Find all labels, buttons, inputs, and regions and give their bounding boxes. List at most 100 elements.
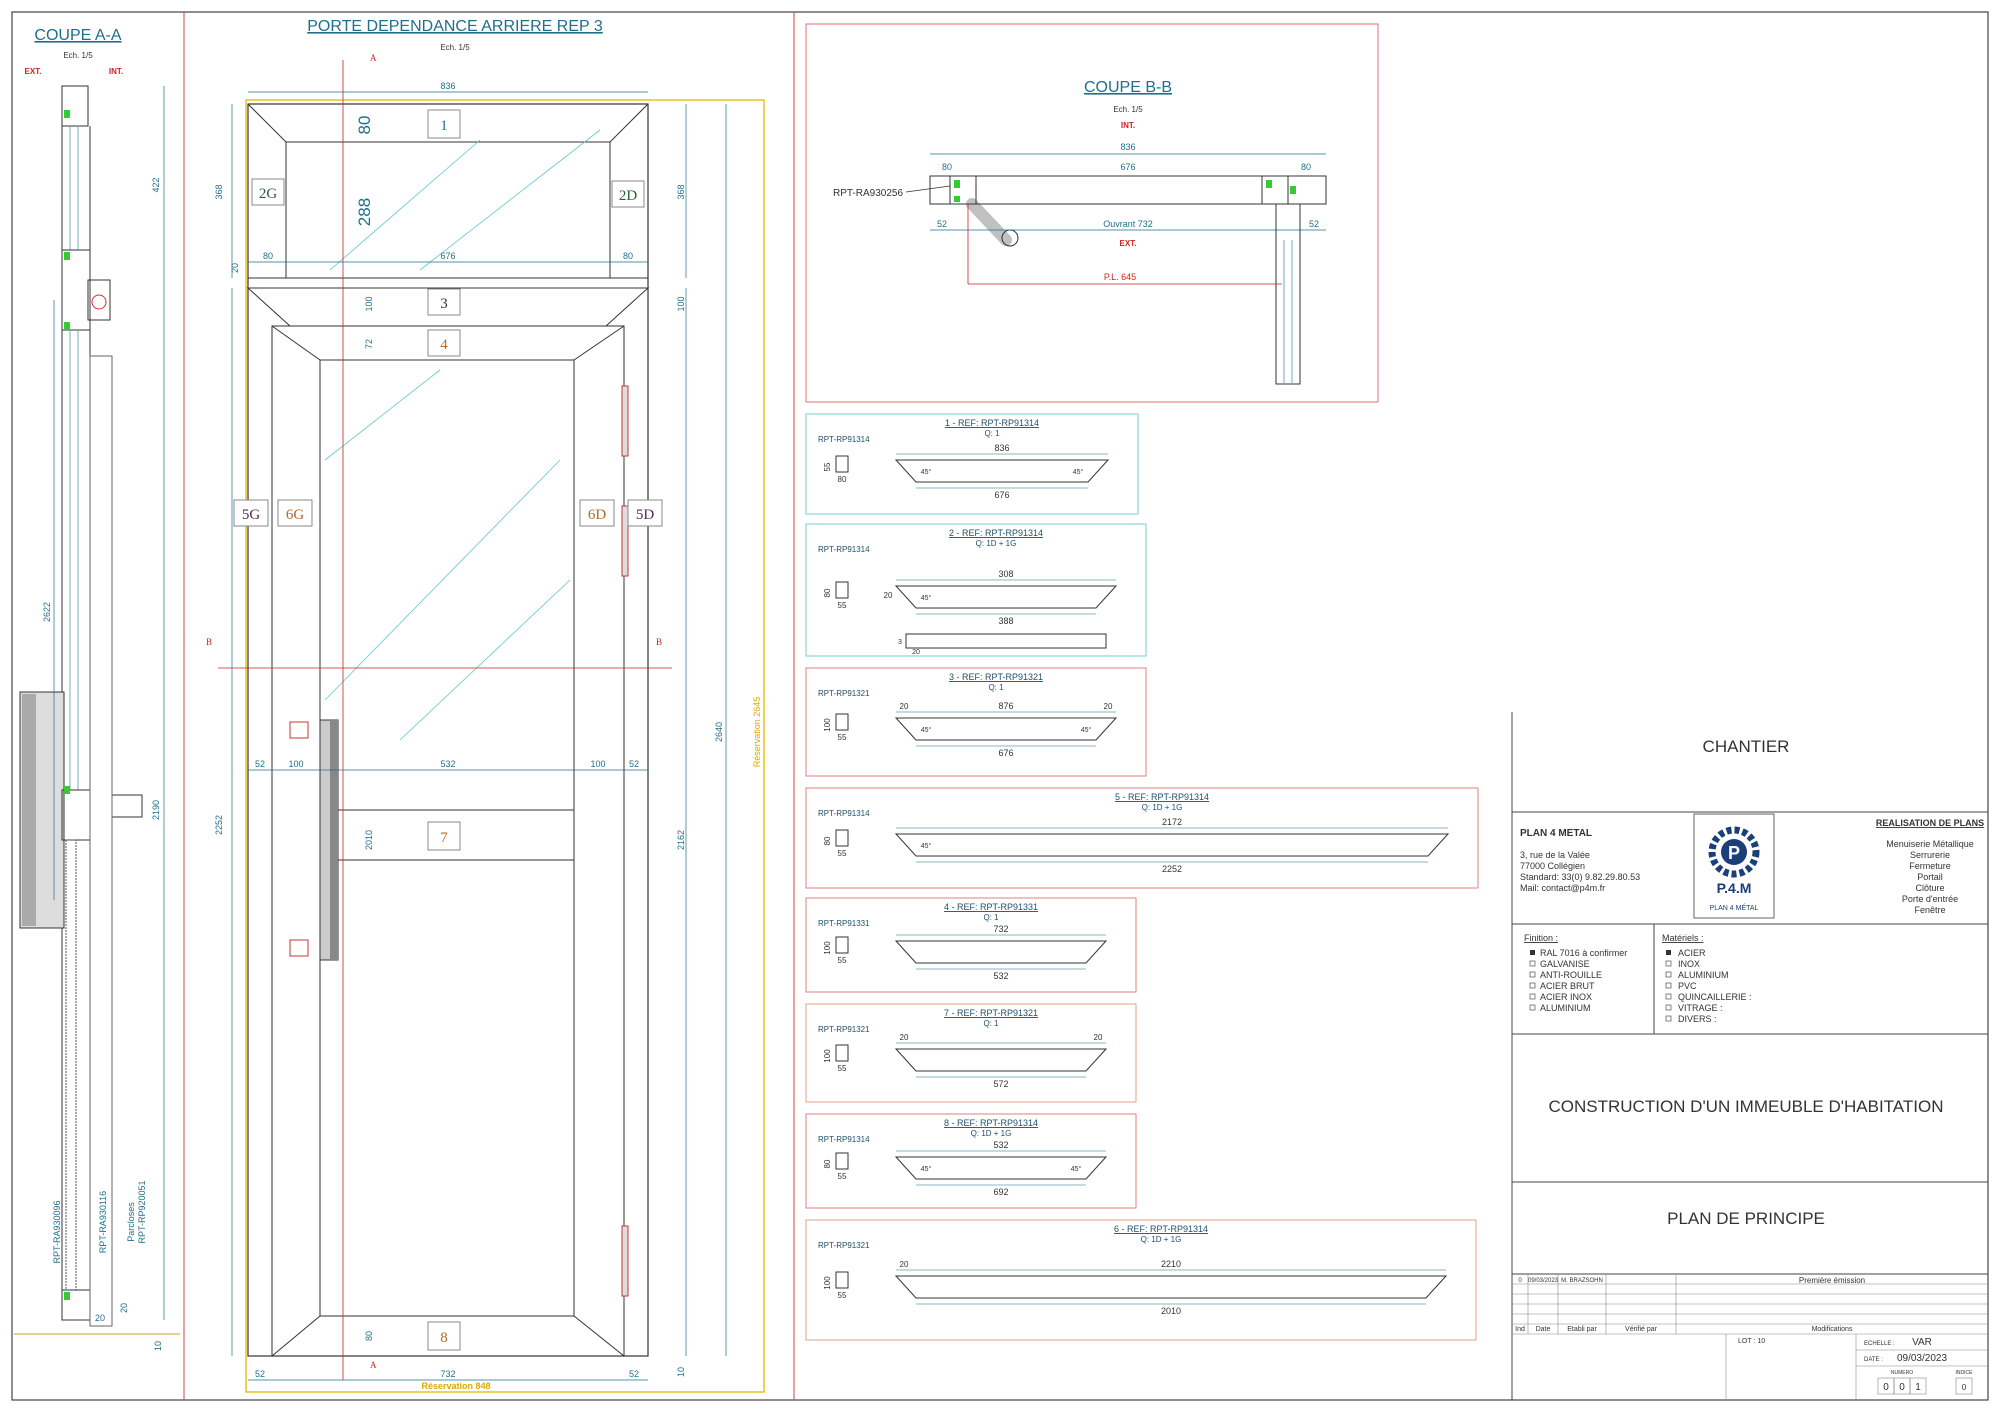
tb-date-label: DATE : (1864, 1357, 1883, 1363)
part-7-top: 532 (993, 1140, 1008, 1150)
tb-rev-by: M. BRAZSOHN (1561, 1278, 1603, 1284)
title-block: CHANTIER PLAN 4 METAL 3, rue de la Valée… (1511, 712, 1988, 1400)
reservation-outline (245, 99, 765, 1393)
tb-finition-2: GALVANISE (1540, 959, 1590, 969)
part-7-bar (894, 1156, 1108, 1180)
dim-732: 732 (440, 1369, 455, 1379)
tb-materiau-1: ACIER (1678, 948, 1706, 958)
part-2-profile-shape (835, 581, 849, 599)
tb-numero-3: 1 (1915, 1382, 1921, 1393)
part-7-title: 8 - REF: RPT-RP91314 (944, 1118, 1038, 1128)
coupe-bb-80l: 80 (942, 162, 952, 172)
part-7-a2: 45° (1071, 1165, 1082, 1173)
part8-rail (270, 1315, 626, 1357)
leaf-inner (319, 359, 575, 811)
aa-hinge-pin (91, 294, 107, 310)
part-1-top: 836 (994, 443, 1009, 453)
tb-service-3: Fermeture (1909, 861, 1951, 871)
aa-dim-20: 20 (95, 1313, 105, 1323)
dim-368-left: 368 (214, 184, 224, 199)
dim-72: 72 (364, 339, 374, 349)
part-2-sub-bar (905, 633, 1107, 649)
bb-handle (966, 198, 1012, 246)
part-1-qty: Q: 1 (984, 429, 1000, 438)
label-6g: 6G (286, 507, 305, 523)
coupe-bb-ref: RPT-RA930256 (833, 188, 903, 199)
tb-materiaux-label: Matériels : (1662, 933, 1704, 943)
label-2g: 2G (259, 186, 278, 202)
dim-2640: 2640 (714, 722, 724, 742)
part-4-a1: 45° (921, 842, 932, 850)
label-5d: 5D (636, 507, 655, 523)
label-8: 8 (440, 1330, 448, 1346)
dim-368-right: 368 (676, 184, 686, 199)
aa-ref-2: RPT-RA930116 (98, 1191, 108, 1253)
aa-bottom-profile (61, 789, 91, 841)
coupe-bb-52l: 52 (937, 219, 947, 229)
hinge-3 (621, 1225, 629, 1297)
part-4-bar (894, 833, 1450, 857)
bb-wall (1275, 203, 1301, 385)
part-7-qty: Q: 1D + 1G (971, 1129, 1012, 1138)
dim-100-r: 100 (590, 759, 605, 769)
part-5-qty: Q: 1 (983, 913, 999, 922)
part-2-bar (894, 585, 1118, 609)
dim-80-bottom: 80 (364, 1331, 374, 1341)
dim-80-r: 80 (623, 251, 633, 261)
part-2-qty: Q: 1D + 1G (976, 539, 1017, 548)
middle-rail (247, 277, 649, 289)
aa-ref-4: RPT-RP920051 (137, 1180, 147, 1243)
tb-numero-label: NUMERO (1891, 1370, 1913, 1376)
coupe-bb-676: 676 (1120, 162, 1135, 172)
aa-ref-1: RPT-RA930096 (52, 1200, 62, 1263)
part-5-bottom: 532 (993, 971, 1008, 981)
coupe-bb-52r: 52 (1309, 219, 1319, 229)
tb-rev-h2: Date (1536, 1326, 1551, 1333)
leaf-mitre-2 (573, 325, 625, 361)
part-1-p2: 80 (838, 475, 847, 484)
part-labels: 1 2G 2D 3 4 5G 6G 6D 5D 7 8 (233, 109, 663, 1351)
part-2-mid: 388 (998, 616, 1013, 626)
dim-100-right: 100 (676, 296, 686, 311)
aa-dim-422: 422 (151, 177, 161, 192)
part-7-profile-shape (835, 1152, 849, 1170)
dim-20: 20 (230, 263, 240, 273)
aa-gasket-2 (64, 252, 70, 260)
part-7-profile: RPT-RP91314 (818, 1135, 870, 1144)
part-1-bottom: 676 (994, 490, 1009, 500)
tb-chantier: CHANTIER (1703, 737, 1790, 756)
part-4-profile: RPT-RP91314 (818, 809, 870, 818)
part-4-profile-shape (835, 829, 849, 847)
coupe-aa-int: INT. (109, 67, 123, 76)
part-6-title: 7 - REF: RPT-RP91321 (944, 1008, 1038, 1018)
part-6-frame (805, 1003, 1137, 1103)
section-b-right: B (656, 637, 662, 647)
part-7-frame (805, 1113, 1137, 1209)
coupe-aa: COUPE A-A Ech. 1/5 EXT. INT. 422 2190 26… (14, 27, 180, 1351)
coupe-bb-frame (805, 23, 1379, 403)
part-7-bottom: 692 (993, 1187, 1008, 1197)
part-8-p2: 55 (838, 1291, 847, 1300)
tb-echelle: VAR (1912, 1337, 1932, 1348)
coupe-bb-title: COUPE B-B (1084, 79, 1172, 96)
tb-rev-h5: Modifications (1812, 1326, 1853, 1333)
part-4-qty: Q: 1D + 1G (1142, 803, 1183, 812)
section-a-bottom: A (370, 1360, 377, 1370)
part-2-profile: RPT-RP91314 (818, 545, 870, 554)
mitre-2 (609, 103, 649, 143)
part-3-profile: RPT-RP91321 (818, 689, 870, 698)
coupe-bb-w836: 836 (1120, 142, 1135, 152)
tb-rev-date: 09/03/2023 (1528, 1278, 1559, 1284)
dim-288: 288 (355, 198, 374, 226)
part-6-bar (894, 1048, 1108, 1072)
part-6-p1: 100 (823, 1049, 832, 1063)
tb-logo-p: P (1728, 843, 1740, 863)
part-3-l: 20 (900, 702, 909, 711)
tb-service-4: Portail (1917, 872, 1943, 882)
part-8-l: 20 (900, 1260, 909, 1269)
part-4-p1: 80 (823, 836, 832, 845)
part-5-p1: 100 (823, 941, 832, 955)
tb-finition-5: ACIER INOX (1540, 992, 1592, 1002)
part-3-title: 3 - REF: RPT-RP91321 (949, 672, 1043, 682)
coupe-bb-scale: Ech. 1/5 (1113, 105, 1143, 114)
